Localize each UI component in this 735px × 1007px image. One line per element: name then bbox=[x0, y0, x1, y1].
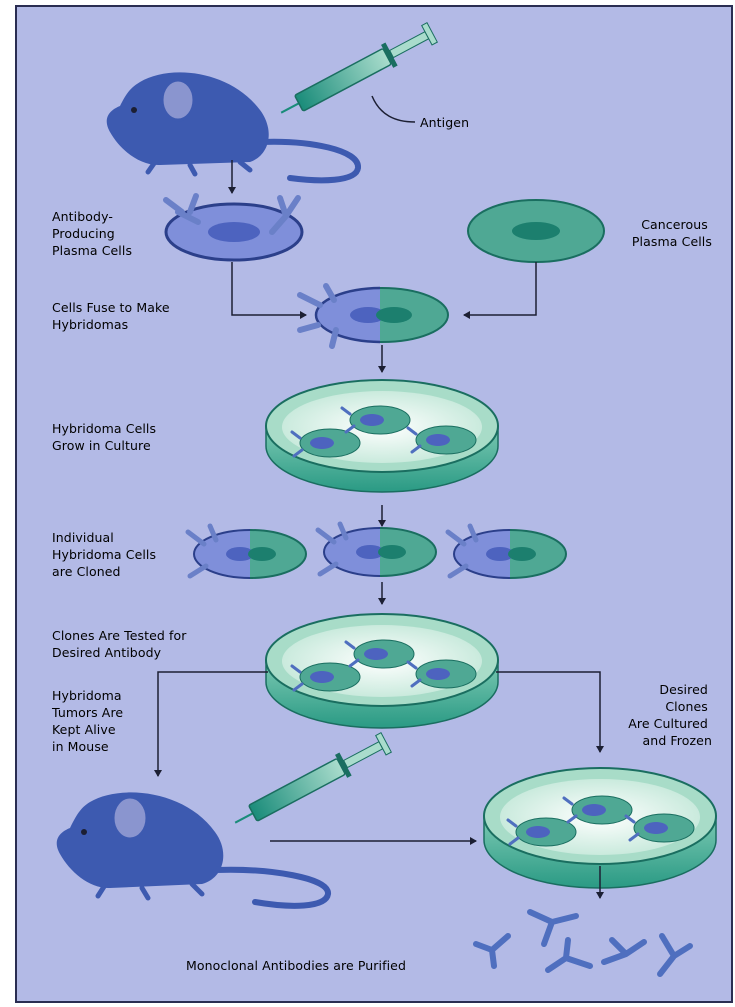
culture-dish-icon bbox=[266, 380, 498, 492]
label-antigen: Antigen bbox=[420, 115, 469, 130]
culture-dish-icon bbox=[266, 614, 498, 728]
label-purified: Monoclonal Antibodies are Purified bbox=[186, 958, 406, 973]
cancer-cell-icon bbox=[468, 200, 604, 262]
cloned-cells bbox=[188, 524, 566, 578]
